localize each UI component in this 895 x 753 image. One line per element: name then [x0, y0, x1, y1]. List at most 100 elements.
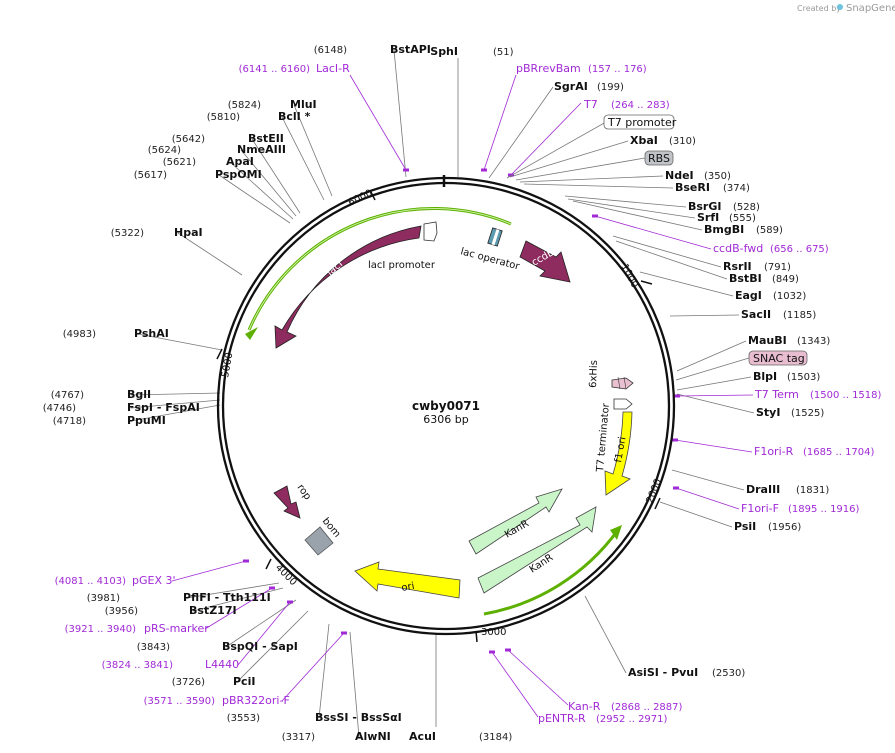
tick-label-5000: 5000: [220, 352, 235, 379]
site-pos-32: (5624): [148, 145, 181, 156]
ccdB-feature: [519, 240, 571, 283]
site-leader-7: [572, 200, 703, 231]
site-pos-36: (6148): [314, 45, 347, 56]
site-name-21: PciI: [233, 675, 255, 688]
site-pos-27: (4767): [51, 390, 84, 401]
primer-site-mark-6: [505, 648, 511, 652]
primer-leader-0: [483, 74, 517, 171]
ori-feature: [354, 561, 461, 599]
tick-label-6000: 6000: [347, 188, 375, 209]
orf-arc-kanR-head: [610, 525, 622, 540]
credit-brand: SnapGene: [846, 3, 895, 14]
primer-pos-12: (6141 .. 6160): [239, 64, 311, 75]
site-name-25: PpuMI: [127, 414, 166, 427]
site-pos-15: (1831): [796, 485, 829, 496]
site-pos-7: (589): [756, 225, 783, 236]
tick-4000: [265, 558, 272, 570]
primer-site-mark-3: [674, 394, 680, 398]
site-leader-22: [225, 599, 297, 648]
site-leader-14: [676, 393, 755, 414]
site-pos-22: (3843): [137, 642, 170, 653]
lacI-promoter-label: lacI promoter: [368, 260, 436, 271]
site-leader-9: [615, 240, 728, 280]
f1-ori-feature: [604, 411, 633, 496]
site-name-3: NdeI: [665, 169, 694, 182]
site-leader-8: [612, 235, 722, 268]
primer-pos-0: (157 .. 176): [588, 64, 647, 75]
site-name-30: PspOMI: [215, 168, 262, 181]
site-pos-21: (3726): [172, 677, 205, 688]
site-name-36: BstAPI: [390, 43, 431, 56]
primer-leader-5: [675, 487, 740, 510]
site-pos-2: (310): [669, 136, 696, 147]
his-tag-label: 6xHis: [588, 360, 600, 388]
primer-name-0: pBRrevBam: [516, 62, 581, 75]
primer-site-mark-12: [403, 168, 409, 172]
primer-leader-1: [510, 102, 582, 176]
site-name-24: PflFI - Tth111I: [183, 591, 271, 604]
primer-name-12: LacI-R: [316, 62, 350, 75]
site-name-15: DraIII: [746, 483, 780, 496]
site-leader-20: [318, 623, 330, 719]
site-name-14: StyI: [756, 406, 780, 419]
snac-tag-box: [748, 350, 808, 366]
site-pos-16: (1956): [768, 522, 801, 533]
his-tag-feature: [611, 376, 634, 390]
site-pos-19: (3317): [282, 732, 315, 743]
plasmid-size: 6306 bp: [423, 413, 468, 426]
primer-name-10: pRS-marker: [144, 622, 209, 635]
primer-leader-6: [507, 649, 569, 706]
primer-pos-10: (3921 .. 3940): [65, 624, 137, 635]
f1-ori-label: f1 ori: [613, 436, 628, 464]
primer-site-mark-2: [592, 214, 598, 218]
site-leader-17: [584, 595, 627, 674]
primer-name-9: L4440: [205, 658, 239, 671]
primer-leader-8: [281, 632, 345, 702]
site-name-20: BssSI - BssSαI: [315, 711, 402, 724]
credit-text: Created by: [797, 4, 841, 13]
site-leader-26: [130, 399, 221, 409]
site-pos-0: (51): [493, 47, 514, 58]
site-name-22: BspQI - SapI: [222, 640, 298, 653]
primer-leader-3: [676, 394, 754, 397]
tick-label-1000: 1000: [618, 262, 640, 290]
site-leader-30: [218, 174, 291, 224]
site-leader-29: [177, 232, 243, 276]
site-leader-5: [564, 195, 687, 208]
site-name-26: FspI - FspAI: [127, 401, 200, 414]
primer-site-mark-1: [508, 173, 514, 177]
backbone-inner-circle: [221, 181, 671, 631]
site-leader-3: [519, 175, 664, 183]
primer-site-mark-9: [287, 600, 293, 604]
kanR-feature-2: [477, 506, 597, 594]
primer-name-1: T7: [583, 98, 598, 111]
site-name-23: BstZ17I: [189, 604, 237, 617]
site-name-31: ApaI: [226, 155, 254, 168]
kanR-feature-1: [468, 488, 563, 555]
site-pos-4: (374): [723, 183, 750, 194]
site-pos-17: (2530): [712, 668, 745, 679]
site-pos-5: (528): [733, 202, 760, 213]
primer-leader-2: [594, 215, 712, 250]
t7-promoter-box: [603, 114, 675, 130]
primer-pos-8: (3571 .. 3590): [144, 696, 216, 707]
site-pos-11: (1185): [783, 310, 816, 321]
tick-3000: [475, 630, 478, 643]
site-name-6: SrfI: [697, 211, 719, 224]
primer-name-5: F1ori-F: [741, 502, 779, 515]
site-pos-24: (3981): [87, 593, 120, 604]
site-leader-2: [509, 140, 629, 178]
site-name-18: AcuI: [409, 730, 436, 743]
site-name-19: AlwNI: [355, 730, 391, 743]
t7-terminator-feature: [613, 398, 633, 410]
tick-label-2000: 2000: [645, 477, 665, 505]
snac-tag-label: SNAC tag: [753, 352, 805, 365]
feature-labels: SphI(51)SgrAI(199)XbaI(310)NdeI(350)BseR…: [43, 43, 882, 743]
site-name-11: SacII: [741, 308, 771, 321]
site-leader-12: [676, 340, 747, 372]
lacI-promoter-feature: [423, 221, 438, 242]
site-name-12: MauBI: [748, 334, 787, 347]
lacI-feature: [274, 225, 422, 349]
primer-pos-11: (4081 .. 4103): [55, 576, 127, 587]
site-pos-12: (1343): [797, 336, 830, 347]
